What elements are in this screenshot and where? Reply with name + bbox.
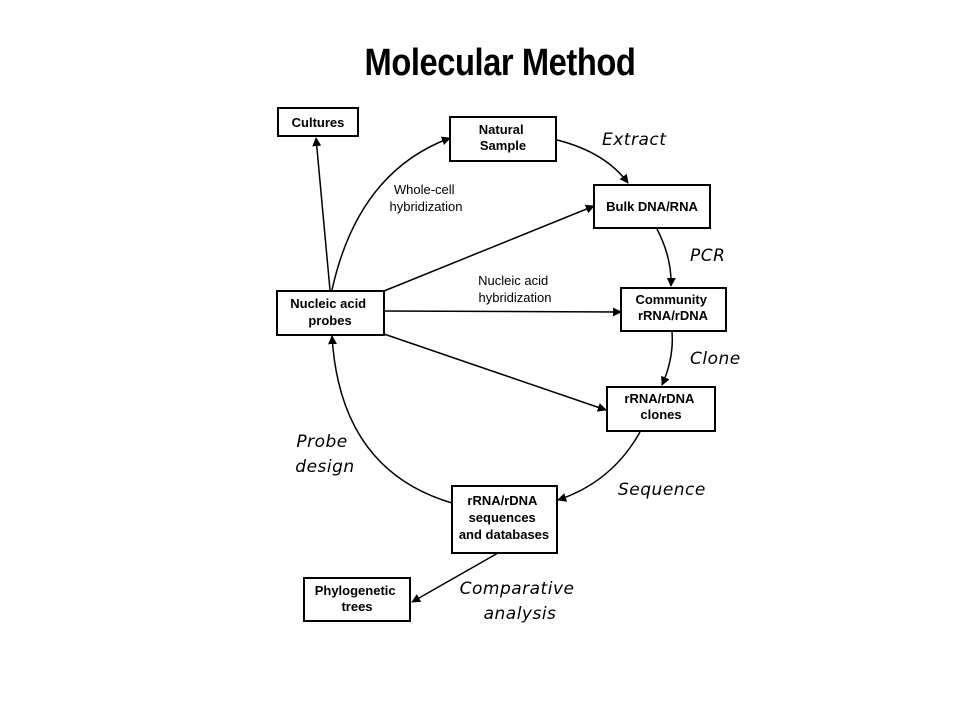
box-trees-line-1: Phylogenetic xyxy=(315,583,396,598)
box-clones-line-2: clones xyxy=(640,407,681,422)
box-trees-line-2: trees xyxy=(341,599,372,614)
box-community-line-2: rRNA/rDNA xyxy=(638,308,709,323)
box-bulk: Bulk DNA/RNA xyxy=(593,184,711,229)
edge-probes-to-cultures xyxy=(312,137,331,291)
label-whole-cell-hybridization: Whole-cell hybridization xyxy=(390,182,463,214)
svg-text:Natural Sample: Natural Sample xyxy=(479,122,527,153)
edge-bulk-to-community xyxy=(656,228,676,287)
box-clones: rRNA/rDNA clones xyxy=(606,386,716,432)
box-sequences-line-3: and databases xyxy=(459,527,549,542)
box-natural-sample-line-2: Sample xyxy=(480,138,526,153)
box-sequences-line-2: sequences xyxy=(469,510,536,525)
box-sequences: rRNA/rDNA sequences and databases xyxy=(451,485,558,554)
svg-text:rRNA/rDNA clones: rRNA/rDNA clones xyxy=(624,391,697,422)
step-comparative-analysis: Comparative analysis xyxy=(460,579,581,624)
box-probes-line-2: probes xyxy=(308,313,351,328)
svg-text:Community rRNA/rDNA: Community rRNA/rDNA xyxy=(635,292,710,323)
svg-text:rRNA/rDNA sequences: rRNA/rDNA sequences and databases xyxy=(459,493,549,542)
box-probes-line-1: Nucleic acid xyxy=(290,296,366,311)
box-natural-sample-line-1: Natural xyxy=(479,122,524,137)
edge-probes-to-clones xyxy=(383,333,607,412)
box-community: Community rRNA/rDNA xyxy=(620,287,727,332)
step-probe-design: Probe design xyxy=(295,432,354,477)
svg-text:Cultures: Cultures xyxy=(292,115,345,130)
box-community-line-1: Community xyxy=(635,292,707,307)
step-sequence: Sequence xyxy=(618,480,706,500)
box-natural-sample: Natural Sample xyxy=(449,116,557,162)
edge-probes-to-bulk xyxy=(383,204,595,292)
edge-sample-to-bulk xyxy=(556,139,629,184)
box-sequences-line-1: rRNA/rDNA xyxy=(467,493,538,508)
page-title: Molecular Method xyxy=(364,42,636,84)
box-clones-line-1: rRNA/rDNA xyxy=(624,391,695,406)
box-probes: Nucleic acid probes xyxy=(276,290,385,336)
svg-text:Phylogenetic trees: Phylogenetic trees xyxy=(315,583,400,614)
edge-sequences-to-probes xyxy=(327,335,453,504)
box-cultures-line-1: Cultures xyxy=(292,115,345,130)
svg-text:Bulk DNA/RNA: Bulk DNA/RNA xyxy=(606,199,698,214)
edge-community-to-clones xyxy=(661,331,674,386)
edge-probes-to-sample xyxy=(331,136,451,291)
label-nucleic-acid-hybridization: Nucleic acid hybridization xyxy=(478,273,552,305)
step-extract: Extract xyxy=(602,130,667,150)
edge-probes-to-community xyxy=(383,307,622,317)
svg-text:Nucleic acid probes: Nucleic acid probes xyxy=(290,296,370,328)
edge-sequences-to-trees xyxy=(411,552,499,603)
box-bulk-line-1: Bulk DNA/RNA xyxy=(606,199,698,214)
box-cultures: Cultures xyxy=(277,107,359,137)
step-pcr: PCR xyxy=(690,246,725,266)
edge-clones-to-sequences xyxy=(557,431,641,502)
step-clone: Clone xyxy=(690,349,741,369)
box-trees: Phylogenetic trees xyxy=(303,577,411,622)
